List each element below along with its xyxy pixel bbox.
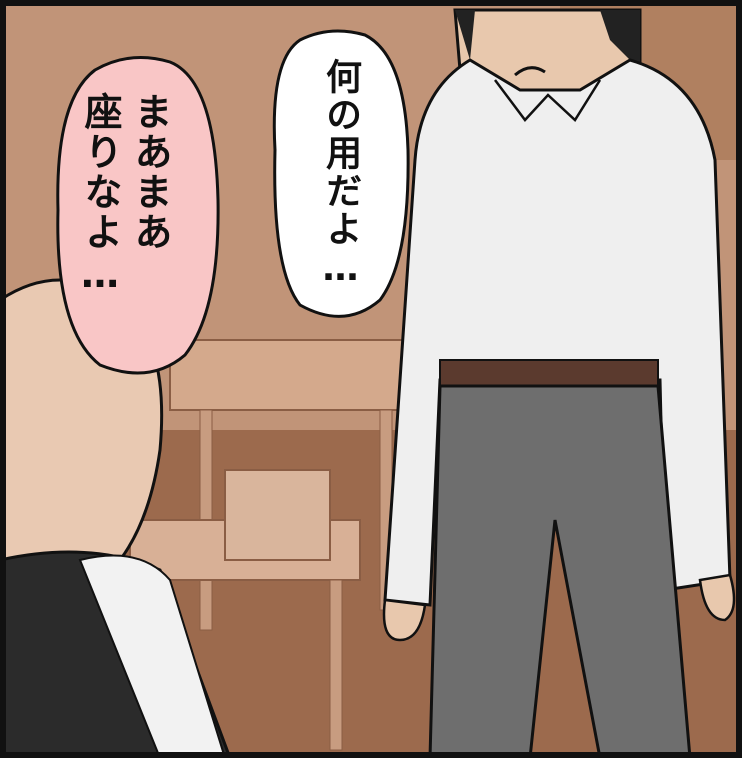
speech-text-seated-line-1: まあまあ [128, 92, 172, 252]
speech-text-standing: 何の用だよ… [320, 58, 361, 291]
speech-text-seated-line-2: 座りなよ… [78, 92, 122, 298]
standing-student [382, 8, 736, 758]
classroom-desks [129, 339, 411, 751]
speech-bubble-pink [56, 56, 220, 375]
speech-bubble-white [272, 29, 410, 318]
